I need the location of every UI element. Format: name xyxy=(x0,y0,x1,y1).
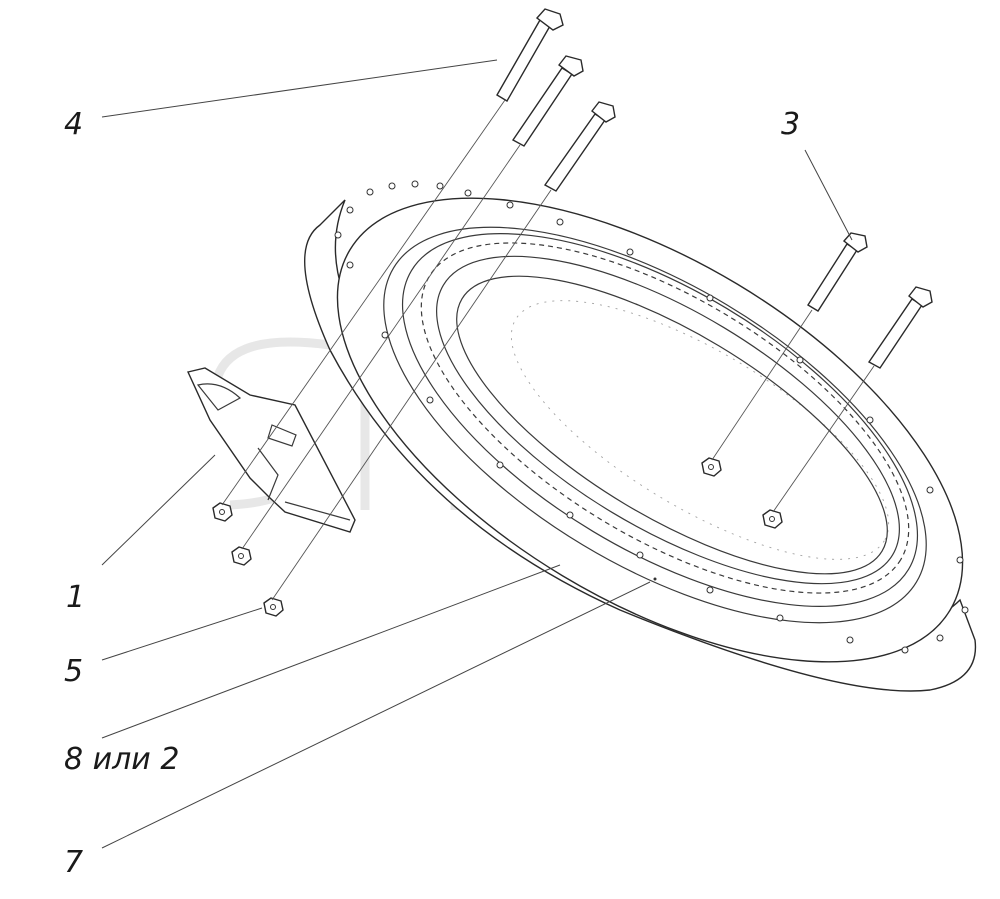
callout-7: 7 xyxy=(64,845,84,880)
bolt-icon xyxy=(543,101,616,192)
bolt-group-3 xyxy=(807,232,933,369)
nut-group xyxy=(212,457,783,617)
callout-1: 1 xyxy=(66,580,86,615)
bolt-icon xyxy=(807,232,868,312)
leader-lines xyxy=(101,59,853,849)
nut-icon xyxy=(231,546,252,566)
assembly-axis-lines xyxy=(221,99,875,601)
callout-5: 5 xyxy=(64,654,84,689)
bolt-icon xyxy=(496,8,564,102)
nut-icon xyxy=(762,509,783,529)
slewing-ring-gear-icon xyxy=(304,180,977,692)
callout-3: 3 xyxy=(781,107,801,142)
nut-icon xyxy=(263,597,284,617)
bolt-group-4 xyxy=(496,8,616,192)
nut-icon xyxy=(212,502,233,522)
callout-4: 4 xyxy=(64,107,84,142)
callout-8-or-2: 8 или 2 xyxy=(64,742,180,777)
bracket-plate-icon xyxy=(187,367,356,533)
bolt-icon xyxy=(867,286,933,369)
bolt-icon xyxy=(511,55,584,147)
nut-icon xyxy=(701,457,722,477)
